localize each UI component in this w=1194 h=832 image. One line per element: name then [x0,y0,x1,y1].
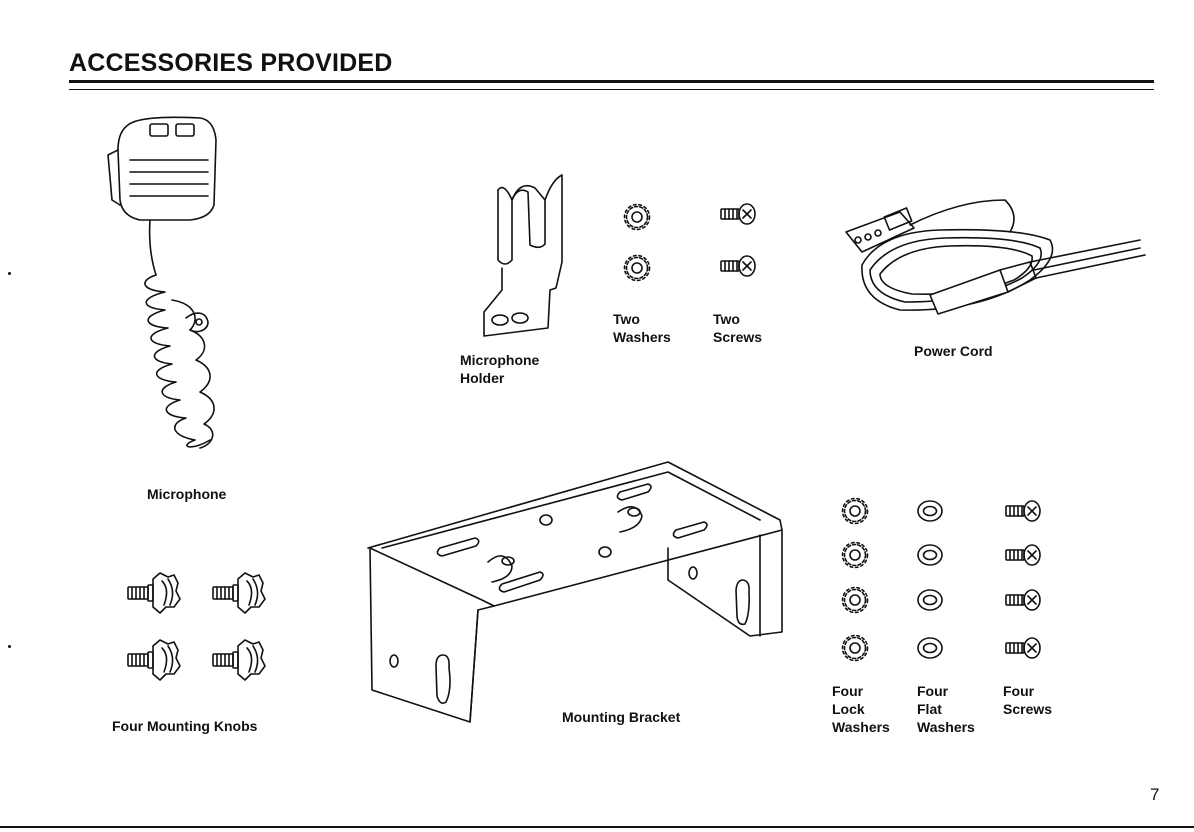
flat-washer-icon [918,545,942,565]
four-screws-label: Four Screws [1003,682,1052,718]
lock-washer-icon [843,588,868,613]
power-cord-illustration [846,200,1145,314]
mounting-knob-icon [213,573,265,613]
two-screws-label: Two Screws [713,310,762,346]
power-cord-label: Power Cord [914,342,993,360]
screw-icon [1006,590,1040,610]
microphone-holder-label: Microphone Holder [460,351,539,387]
screw-icon [1006,638,1040,658]
four-mounting-knobs-label: Four Mounting Knobs [112,717,257,735]
microphone-illustration [108,117,216,448]
lock-washer-icon [843,543,868,568]
page-number: 7 [1150,785,1159,805]
mounting-bracket-illustration [368,462,782,722]
mounting-bracket-label: Mounting Bracket [562,708,680,726]
flat-washer-icon [918,590,942,610]
microphone-label: Microphone [147,485,226,503]
bottom-rule [0,826,1194,828]
screw-icon [1006,545,1040,565]
two-washers-label: Two Washers [613,310,671,346]
screw-icon [1006,501,1040,521]
lock-washer-icon [625,256,650,281]
mounting-knob-icon [128,573,180,613]
screw-icon [721,204,755,224]
flat-washer-icon [918,501,942,521]
screw-icon [721,256,755,276]
mounting-knob-icon [213,640,265,680]
mounting-knob-icon [128,640,180,680]
microphone-holder-illustration [484,175,562,336]
four-flat-washers-label: Four Flat Washers [917,682,975,736]
lock-washer-icon [843,499,868,524]
lock-washer-icon [843,636,868,661]
four-lock-washers-label: Four Lock Washers [832,682,890,736]
flat-washer-icon [918,638,942,658]
lock-washer-icon [625,205,650,230]
